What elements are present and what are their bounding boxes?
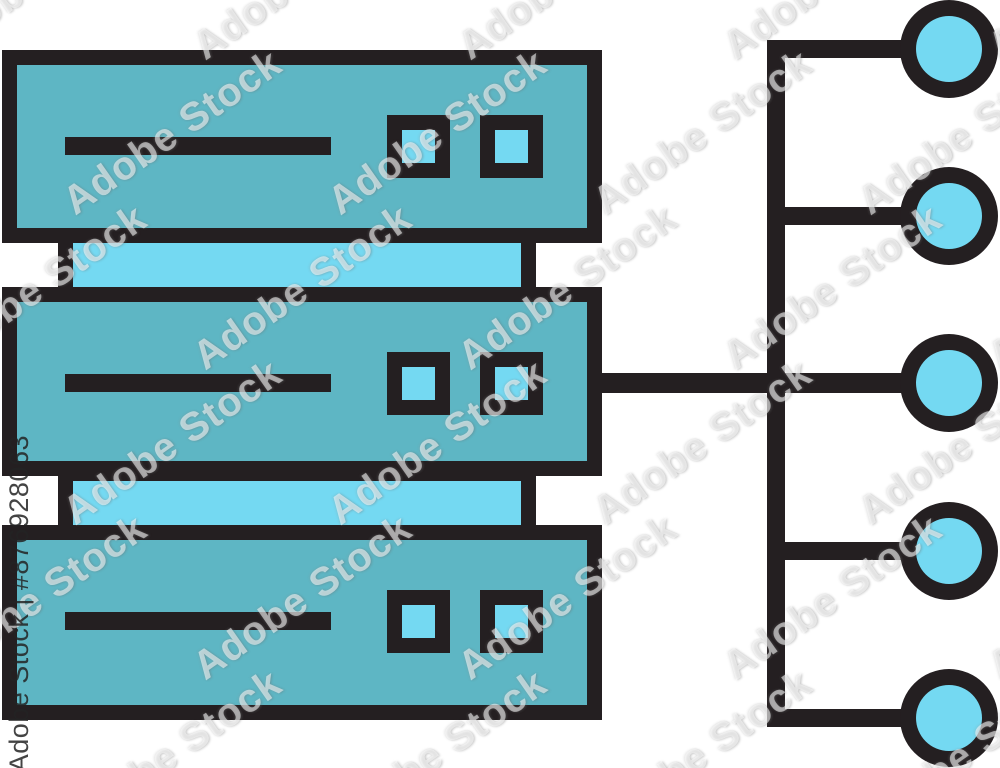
server-unit-1 bbox=[2, 50, 602, 243]
network-node-fill bbox=[916, 685, 982, 751]
network-node-fill bbox=[916, 183, 982, 249]
server-drive-slot bbox=[65, 137, 331, 155]
network-branch-line-2 bbox=[767, 207, 910, 225]
server-indicator-square-1 bbox=[387, 590, 450, 653]
server-unit-2 bbox=[2, 287, 602, 476]
network-branch-line-5 bbox=[767, 709, 910, 727]
server-drive-slot bbox=[65, 374, 331, 392]
network-node-circle-2 bbox=[900, 167, 998, 265]
server-indicator-square-2 bbox=[480, 115, 543, 178]
server-drive-slot bbox=[65, 612, 331, 630]
server-indicator-square-2 bbox=[480, 590, 543, 653]
network-branch-line-1 bbox=[767, 40, 910, 58]
network-node-circle-3 bbox=[900, 334, 998, 432]
network-node-fill bbox=[916, 16, 982, 82]
stock-id-watermark: Adobe Stock | #876928063 bbox=[4, 434, 34, 768]
network-node-circle-4 bbox=[900, 502, 998, 600]
network-node-circle-1 bbox=[900, 0, 998, 98]
network-branch-line-4 bbox=[767, 542, 910, 560]
network-node-fill bbox=[916, 350, 982, 416]
rack-connector-fill bbox=[73, 481, 521, 526]
network-branch-line-3 bbox=[600, 373, 910, 393]
rack-connector-fill bbox=[73, 243, 521, 289]
server-indicator-square-2 bbox=[480, 352, 543, 415]
network-node-circle-5 bbox=[900, 669, 998, 767]
server-unit-3 bbox=[2, 525, 602, 720]
server-indicator-square-1 bbox=[387, 115, 450, 178]
network-node-fill bbox=[916, 518, 982, 584]
server-indicator-square-1 bbox=[387, 352, 450, 415]
